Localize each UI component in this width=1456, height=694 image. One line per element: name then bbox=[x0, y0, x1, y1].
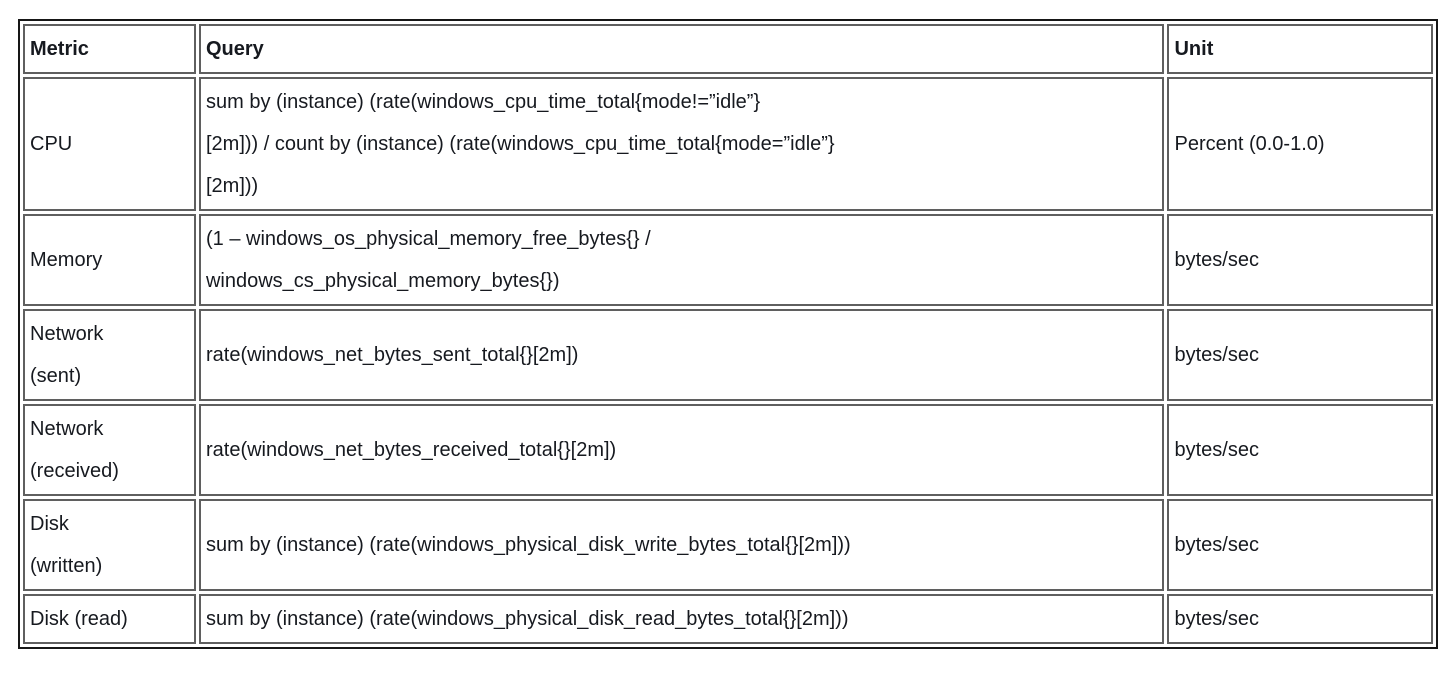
table-row-network-sent: Network (sent) rate(windows_net_bytes_se… bbox=[23, 309, 1433, 401]
cell-unit: bytes/sec bbox=[1167, 214, 1433, 306]
cell-unit: bytes/sec bbox=[1167, 309, 1433, 401]
header-row: Metric Query Unit bbox=[23, 24, 1433, 74]
table-row-disk-written: Disk (written) sum by (instance) (rate(w… bbox=[23, 499, 1433, 591]
cell-query: rate(windows_net_bytes_sent_total{}[2m]) bbox=[198, 309, 1165, 401]
cell-query: (1 – windows_os_physical_memory_free_byt… bbox=[198, 214, 1165, 306]
column-header-metric: Metric bbox=[23, 24, 196, 74]
table-row-cpu: CPU sum by (instance) (rate(windows_cpu_… bbox=[23, 77, 1433, 211]
cell-query: sum by (instance) (rate(windows_cpu_time… bbox=[198, 77, 1165, 211]
cell-metric: Disk (read) bbox=[23, 594, 196, 644]
cell-unit: bytes/sec bbox=[1167, 499, 1433, 591]
column-header-query: Query bbox=[198, 24, 1165, 74]
metrics-query-table: Metric Query Unit CPU sum by (instance) … bbox=[18, 19, 1438, 649]
cell-metric: Disk (written) bbox=[23, 499, 196, 591]
table-row-network-received: Network (received) rate(windows_net_byte… bbox=[23, 404, 1433, 496]
cell-unit: bytes/sec bbox=[1167, 594, 1433, 644]
cell-unit: bytes/sec bbox=[1167, 404, 1433, 496]
cell-metric: Memory bbox=[23, 214, 196, 306]
cell-query: rate(windows_net_bytes_received_total{}[… bbox=[198, 404, 1165, 496]
cell-metric: Network (sent) bbox=[23, 309, 196, 401]
cell-query: sum by (instance) (rate(windows_physical… bbox=[198, 499, 1165, 591]
cell-unit: Percent (0.0-1.0) bbox=[1167, 77, 1433, 211]
cell-query: sum by (instance) (rate(windows_physical… bbox=[198, 594, 1165, 644]
cell-metric: Network (received) bbox=[23, 404, 196, 496]
column-header-unit: Unit bbox=[1167, 24, 1433, 74]
cell-metric: CPU bbox=[23, 77, 196, 211]
table-row-disk-read: Disk (read) sum by (instance) (rate(wind… bbox=[23, 594, 1433, 644]
table-row-memory: Memory (1 – windows_os_physical_memory_f… bbox=[23, 214, 1433, 306]
